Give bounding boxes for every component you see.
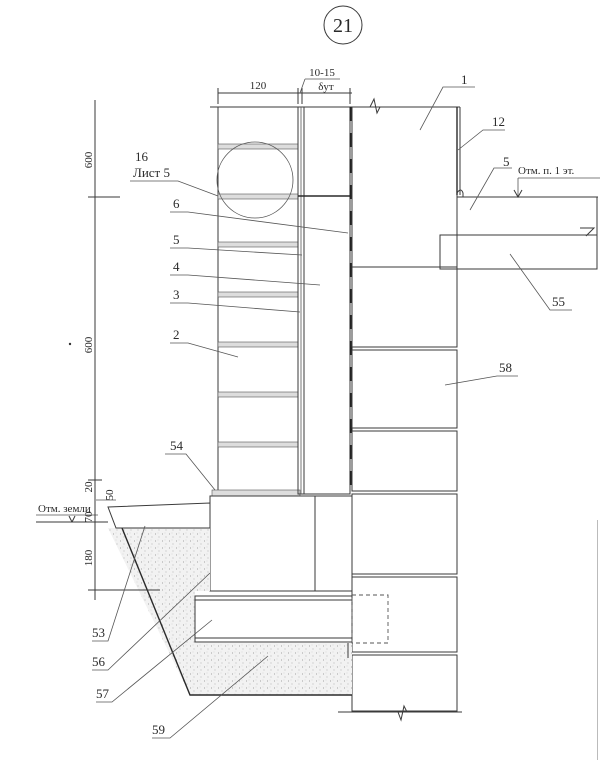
label-59: 59: [152, 722, 165, 737]
label-5-left: 5: [173, 232, 180, 247]
label-53: 53: [92, 625, 105, 640]
floor-slab: [456, 196, 598, 236]
floor-level-label: Отм. п. 1 эт.: [518, 165, 575, 177]
labels: 1 12 5 6 5 4 3 2 55 58 54 53 56 57 59: [92, 72, 572, 739]
label-54: 54: [170, 438, 184, 453]
sand-backfill: [108, 528, 352, 695]
label-5-right: 5: [503, 154, 510, 169]
label-58: 58: [499, 360, 512, 375]
slab-beam-55: [439, 234, 598, 270]
page-edge-line: [597, 520, 598, 760]
detail-callout-circle: [216, 141, 294, 219]
dim-180: 180: [83, 549, 95, 566]
dim-gap: 10-15: [309, 67, 335, 79]
sheet-number-badge: 21: [323, 5, 363, 45]
top-dimensions: 120 10-15 δут: [217, 67, 352, 104]
label-56: 56: [92, 654, 106, 669]
plinth-block: [209, 495, 316, 592]
dim-height-upper: 600: [83, 151, 95, 168]
excavation-outline: [121, 527, 352, 696]
foundation-blocks: [351, 266, 458, 712]
callout-sheet: Лист 5: [133, 165, 170, 180]
dim-brick-width: 120: [250, 80, 267, 92]
label-12: 12: [492, 114, 505, 129]
dim-insulation: δут: [318, 81, 334, 93]
brick-facing: [211, 106, 301, 497]
label-3: 3: [173, 287, 180, 302]
break-symbol-top: [369, 97, 381, 115]
ground-level-label: Отм. земли: [38, 503, 91, 515]
plinth-block-inner: [314, 495, 353, 592]
label-55: 55: [552, 294, 565, 309]
floor-finish-edge: [456, 189, 598, 198]
dim-height-middle: 600: [83, 336, 95, 353]
callout-number: 16: [135, 149, 149, 164]
label-1: 1: [461, 72, 468, 87]
main-wall: [351, 106, 458, 268]
label-57: 57: [96, 686, 110, 701]
left-dimensions: 600 600 20 50 70 180: [68, 100, 160, 600]
label-4: 4: [173, 259, 180, 274]
dim-70: 70: [83, 511, 95, 523]
insulation-layer: [303, 106, 351, 495]
mortar-joints: [211, 143, 301, 497]
slab-break: [580, 227, 596, 237]
drainage-channel: [194, 595, 353, 643]
sheet-number: 21: [333, 15, 353, 37]
dim-50: 50: [104, 489, 116, 501]
blind-area: [107, 502, 211, 529]
dim-20: 20: [83, 481, 95, 493]
label-2: 2: [173, 327, 180, 342]
label-6: 6: [173, 196, 180, 211]
channel-hidden-end: [351, 594, 389, 644]
